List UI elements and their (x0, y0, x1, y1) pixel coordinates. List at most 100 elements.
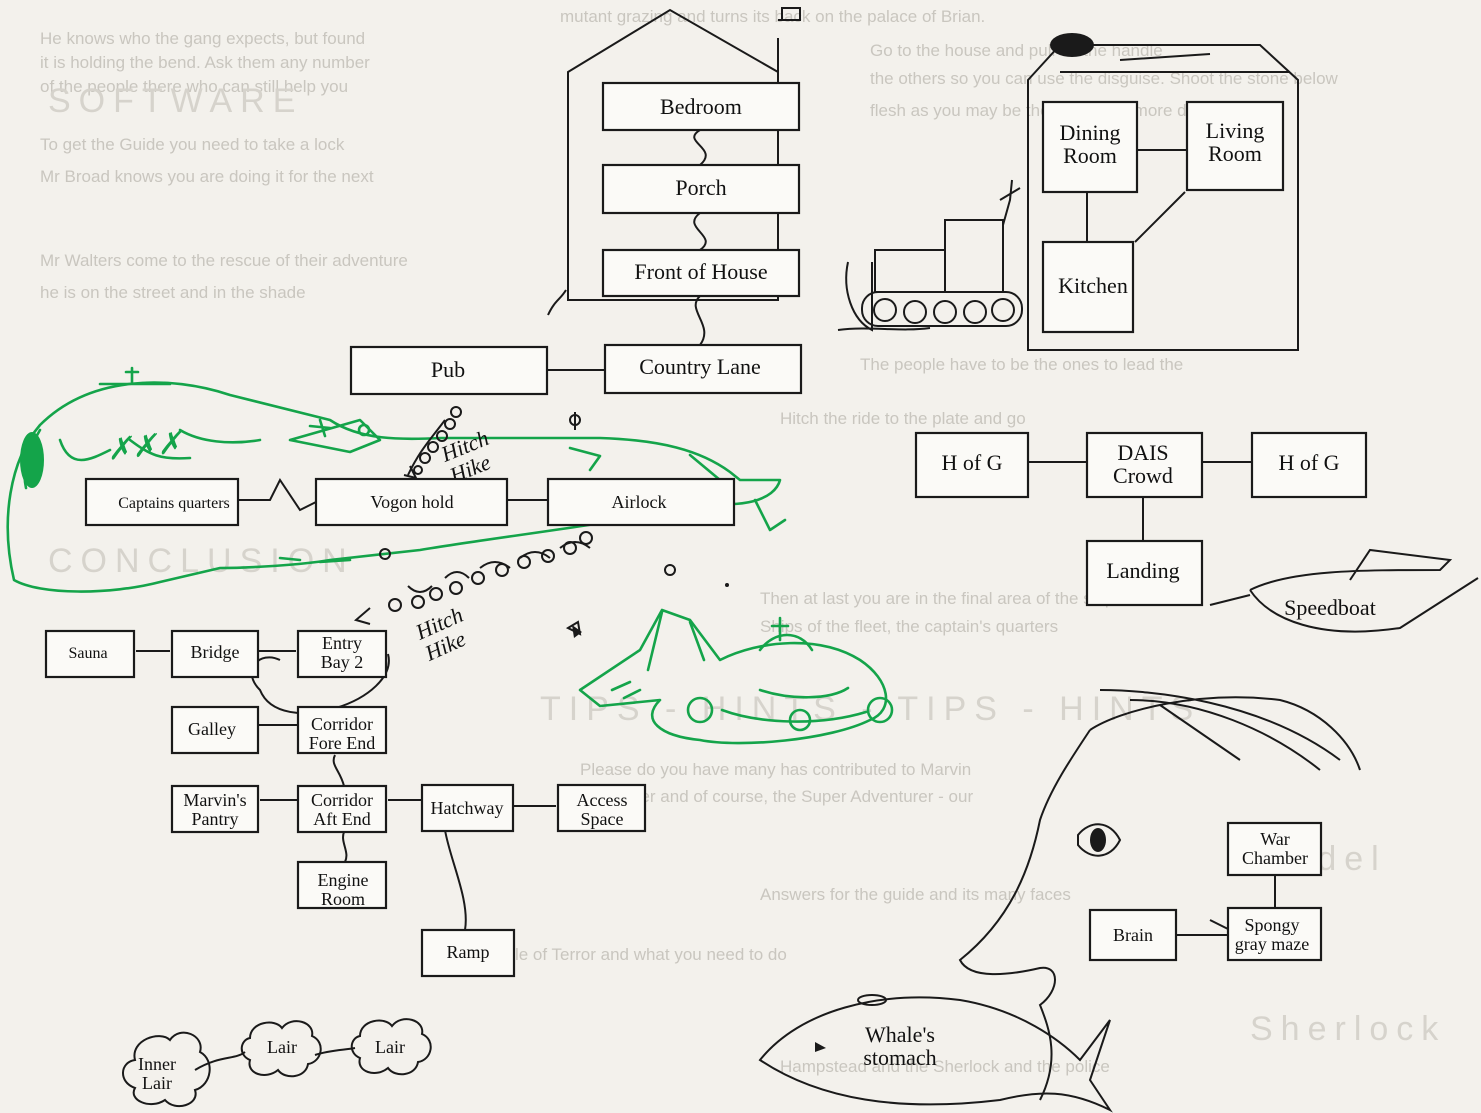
hitchhiker-map: HitchHike HitchHike Pub Captains quarter… (44, 345, 736, 978)
bg-heading: SOFTWARE (48, 82, 303, 120)
room-spongy-gray-maze[interactable] (1226, 906, 1323, 962)
room-label: Captains quarters (118, 495, 230, 512)
handwritten-scribble: ✗✗✗ (105, 425, 186, 468)
room-label: Sauna (68, 645, 107, 662)
roof-lines (1060, 53, 1290, 73)
room-label: H of G (941, 450, 1002, 475)
trail-dot (664, 564, 676, 576)
trail-dot (429, 587, 443, 601)
cloud-lair-1[interactable] (240, 1020, 322, 1078)
speedboat-icon (1249, 548, 1479, 633)
whale-icon (758, 996, 1113, 1113)
house-map: Bedroom Porch Front of House Country Lan… (547, 7, 803, 395)
bg-line: Hitchhiker and of course, the Super Adve… (580, 787, 973, 806)
room-marvins-pantry[interactable] (170, 784, 260, 834)
room-sauna[interactable] (44, 629, 136, 679)
room-label: Galley (188, 719, 236, 739)
guide-connectors (1028, 461, 1252, 541)
room-label: Airlock (612, 492, 667, 512)
trail-arrow (353, 607, 371, 625)
bg-line: Castle of Terror and what you need to do (480, 945, 787, 964)
room-country-lane[interactable] (603, 343, 803, 395)
room-label: Pub (431, 357, 465, 382)
room-label: Hatchway (431, 798, 504, 818)
room-label: Vogon hold (370, 492, 453, 512)
room-label: Bridge (191, 642, 240, 662)
room-brain[interactable] (1088, 908, 1178, 962)
room-airlock[interactable] (546, 477, 736, 527)
face-profile-drawing (958, 696, 1361, 1101)
room-engine-room[interactable] (296, 860, 388, 910)
room-kitchen[interactable] (1041, 240, 1135, 334)
room-label: Porch (675, 175, 726, 200)
room-front-of-house[interactable] (601, 248, 801, 298)
hitch-hike-label: HitchHike (411, 602, 476, 666)
room-porch[interactable] (601, 163, 801, 215)
speedboat-label: Speedboat (1284, 595, 1376, 620)
room-pub[interactable] (349, 345, 549, 396)
trail-dot (471, 571, 485, 585)
room-vogon-hold[interactable] (314, 477, 509, 527)
room-label: H of G (1278, 450, 1339, 475)
bg-line: Mr Walters come to the rescue of their a… (40, 251, 408, 270)
room-war-chamber[interactable] (1226, 821, 1323, 877)
trail-dot (411, 595, 425, 609)
whale-blowhole (857, 994, 887, 1006)
room-dining[interactable] (1041, 100, 1139, 194)
trail-dot (388, 598, 402, 612)
room-landing[interactable] (1085, 539, 1204, 607)
room-ramp[interactable] (420, 928, 516, 978)
room-label: Ramp (447, 942, 490, 962)
bg-line: he is on the street and in the shade (40, 283, 306, 302)
room-access-space[interactable] (556, 783, 647, 833)
bg-line: Ships of the fleet, the captain's quarte… (760, 617, 1058, 636)
hitch-hike-trail (407, 541, 591, 593)
cloud-lair-2[interactable] (350, 1018, 432, 1076)
bg-line: Hitch the ride to the plate and go (780, 409, 1026, 428)
cloud-inner-lair[interactable] (122, 1031, 211, 1108)
guide-connectors (1209, 594, 1251, 606)
bg-heading: Sherlock (1250, 1010, 1446, 1048)
room-hatchway[interactable] (420, 783, 515, 833)
room-bridge[interactable] (170, 629, 260, 679)
room-h-of-g-left[interactable] (914, 431, 1030, 499)
whale-connectors (1176, 875, 1276, 936)
whale-eye (815, 1042, 826, 1052)
room-captains-quarters[interactable] (84, 477, 240, 527)
flower-icon (547, 289, 567, 316)
house-connectors (1086, 149, 1187, 243)
cloud-label: Lair (375, 1037, 405, 1057)
bg-heading: CONCLUSION (48, 542, 355, 580)
bg-line: Mr Broad knows you are doing it for the … (40, 167, 374, 186)
room-entry-bay-2[interactable] (296, 629, 388, 679)
bg-line: of the people there who can still help y… (40, 77, 348, 96)
room-bedroom[interactable] (601, 81, 801, 132)
bg-line: it is holding the bend. Ask them any num… (40, 53, 370, 72)
room-label: Kitchen (1058, 273, 1128, 298)
ship-connectors (136, 369, 605, 931)
room-corridor-aft-end[interactable] (296, 784, 388, 834)
bg-line: mutant grazing and turns its back on the… (560, 7, 985, 26)
room-dais-crowd[interactable] (1085, 431, 1204, 499)
bg-line: To get the Guide you need to take a lock (40, 135, 345, 154)
room-galley[interactable] (170, 705, 260, 755)
room-corridor-fore-end[interactable] (296, 705, 388, 755)
room-living[interactable] (1185, 100, 1285, 192)
bg-line: Answers for the guide and its many faces (760, 885, 1071, 904)
room-h-of-g-right[interactable] (1250, 431, 1368, 499)
trail-dot (541, 549, 555, 563)
